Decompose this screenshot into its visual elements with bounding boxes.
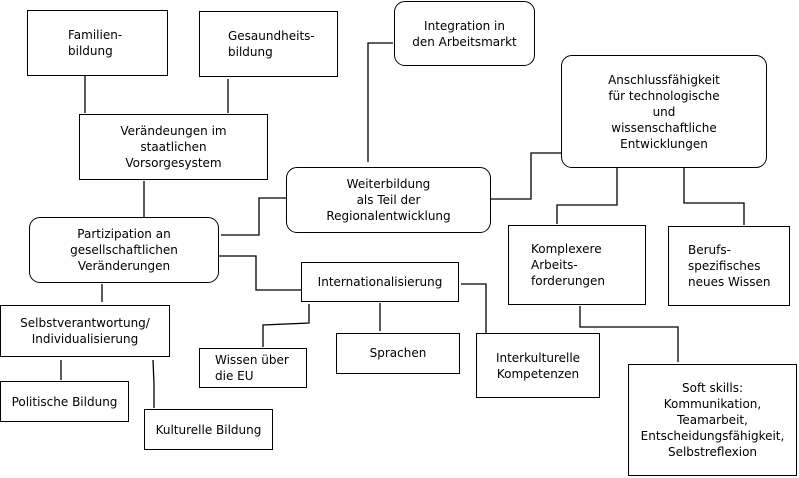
- node-komplexere: Komplexere Arbeits- forderungen: [508, 225, 646, 305]
- node-berufs: Berufs- spezifisches neues Wissen: [668, 226, 790, 306]
- node-partizipation: Partizipation an gesellschaftlichen Verä…: [29, 217, 219, 283]
- edge-selbstverantwortung-kulturelle: [152, 359, 155, 408]
- edge-internationalisierung-interkulturelle: [461, 283, 487, 333]
- node-label: Berufs- spezifisches neues Wissen: [688, 243, 771, 289]
- node-label: Weiterbildung als Teil der Regionalentwi…: [326, 177, 451, 223]
- node-label: Verändeungen im staatlichen Vorsorgesyst…: [120, 124, 227, 170]
- node-sprachen: Sprachen: [336, 333, 460, 374]
- node-weiterbildung: Weiterbildung als Teil der Regionalentwi…: [286, 167, 491, 233]
- edge-internationalisierung-wissen-eu: [262, 304, 310, 347]
- node-label: Sprachen: [369, 346, 427, 360]
- node-familienbildung: Familien- bildung: [27, 10, 168, 76]
- node-label: Selbstverantwortung/ Individualisierung: [20, 316, 150, 346]
- edge-partizipation-internationalisierung: [219, 255, 301, 291]
- node-politische: Politische Bildung: [0, 381, 129, 422]
- node-label: Gesaundheits- bildung: [228, 29, 315, 59]
- node-label: Komplexere Arbeits- forderungen: [531, 242, 606, 288]
- edge-anschluss-komplexere: [556, 168, 618, 224]
- node-label: Kulturelle Bildung: [155, 422, 262, 437]
- edge-weiterbildung-anschluss: [491, 152, 561, 200]
- node-label: Anschlussfähigkeit für technologische un…: [608, 72, 720, 151]
- node-internationalisierung: Internationalisierung: [301, 262, 459, 302]
- edge-komplexere-softskills: [579, 306, 679, 362]
- node-label: Internationalisierung: [317, 275, 443, 289]
- node-gesundheitsbildung: Gesaundheits- bildung: [199, 11, 338, 77]
- node-label: Familien- bildung: [68, 28, 123, 58]
- node-interkulturelle: Interkulturelle Kompetenzen: [476, 333, 600, 398]
- node-label: Partizipation an gesellschaftlichen Verä…: [70, 227, 178, 273]
- node-label: Integration in den Arbeitsmarkt: [412, 19, 517, 49]
- node-integration: Integration in den Arbeitsmarkt: [394, 1, 535, 66]
- node-vorsorge: Verändeungen im staatlichen Vorsorgesyst…: [79, 114, 268, 180]
- edge-integration-weiterbildung: [367, 42, 393, 162]
- node-label: Politische Bildung: [11, 394, 118, 409]
- edge-weiterbildung-partizipation: [221, 197, 287, 236]
- node-anschluss: Anschlussfähigkeit für technologische un…: [561, 55, 767, 168]
- node-wissen-eu: Wissen über die EU: [199, 348, 307, 388]
- node-label: Wissen über die EU: [215, 353, 289, 383]
- edge-anschluss-berufs: [683, 168, 745, 225]
- node-label: Interkulturelle Kompetenzen: [495, 350, 581, 381]
- node-label: Soft skills: Kommunikation, Teamarbeit, …: [640, 381, 785, 459]
- node-softskills: Soft skills: Kommunikation, Teamarbeit, …: [628, 364, 797, 476]
- node-kulturelle: Kulturelle Bildung: [144, 409, 273, 450]
- node-selbstverantwortung: Selbstverantwortung/ Individualisierung: [0, 305, 170, 357]
